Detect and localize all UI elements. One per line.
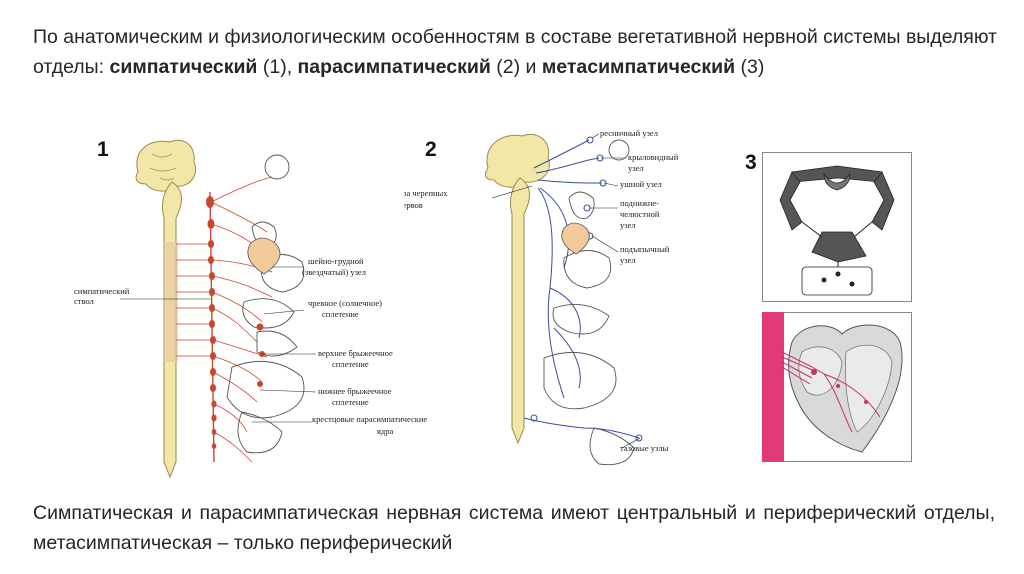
plexus-ganglia <box>257 324 266 388</box>
label-cranial-nuclei: ядра черепных <box>404 188 448 198</box>
label-cranial-nuclei-2: нервов <box>404 200 423 210</box>
intro-paragraph: По анатомическим и физиологическим особе… <box>33 22 1008 82</box>
label-pterygopalatine-2: узел <box>628 163 644 173</box>
term-sympathetic-number: (1), <box>257 56 297 78</box>
label-sympathetic-trunk: симпатический <box>74 286 130 296</box>
label-celiac: чревное (солнечное) <box>308 298 382 308</box>
parasympathetic-diagram-svg: ресничный узел крыловидный узел ушной уз… <box>404 128 716 478</box>
term-sympathetic: симпатический <box>110 56 258 78</box>
label-inf-mesenteric: нижнее брыжеечное <box>318 386 392 396</box>
metasympathetic-schematic <box>762 152 912 302</box>
panel-number-3: 3 <box>745 151 757 175</box>
label-ciliary: ресничный узел <box>600 128 659 138</box>
label-sup-mesenteric: верхнее брыжеечное <box>318 348 393 358</box>
term-metasympathetic-number: (3) <box>735 56 764 78</box>
metasympathetic-schematic-svg <box>762 152 912 302</box>
heart-shape <box>248 238 280 274</box>
spinal-cord <box>510 178 529 443</box>
label-submandibular: поднижне- <box>620 198 659 208</box>
conclusion-paragraph: Симпатическая и парасимпатическая нервна… <box>33 498 995 558</box>
label-celiac-2: сплетение <box>322 309 359 319</box>
label-sup-mesenteric-2: сплетение <box>332 359 369 369</box>
label-pelvic: тазовые узлы <box>620 443 669 453</box>
metasympathetic-heart <box>762 312 912 462</box>
label-sympathetic-trunk-2: ствол <box>74 296 95 306</box>
organs-outline <box>227 155 304 453</box>
label-cervicothoracic: шейно-грудной <box>308 256 364 266</box>
sympathetic-fibers <box>211 177 272 462</box>
heart-wall-bar <box>762 312 784 462</box>
gut-segment <box>802 267 872 295</box>
label-inf-mesenteric-2: сплетение <box>332 397 369 407</box>
label-sublingual: подъязычный <box>620 244 670 254</box>
label-cervicothoracic-2: (звездчатый) узел <box>302 267 367 277</box>
label-otic: ушной узел <box>620 179 663 189</box>
label-submandibular-3: узел <box>620 220 636 230</box>
label-sacral-2: ядра <box>377 426 393 436</box>
label-pterygopalatine: крыловидный <box>628 152 679 162</box>
parasympathetic-diagram: ресничный узел крыловидный узел ушной уз… <box>404 128 716 478</box>
term-parasympathetic-number: (2) и <box>491 56 542 78</box>
brain-shape <box>136 140 196 191</box>
term-metasympathetic: метасимпатический <box>542 56 735 78</box>
label-submandibular-2: челюстной <box>620 209 660 219</box>
metasympathetic-heart-svg <box>762 312 912 462</box>
brain-shape <box>486 134 550 187</box>
term-parasympathetic: парасимпатический <box>298 56 491 78</box>
label-sublingual-2: узел <box>620 255 636 265</box>
heart-shape <box>562 223 590 254</box>
